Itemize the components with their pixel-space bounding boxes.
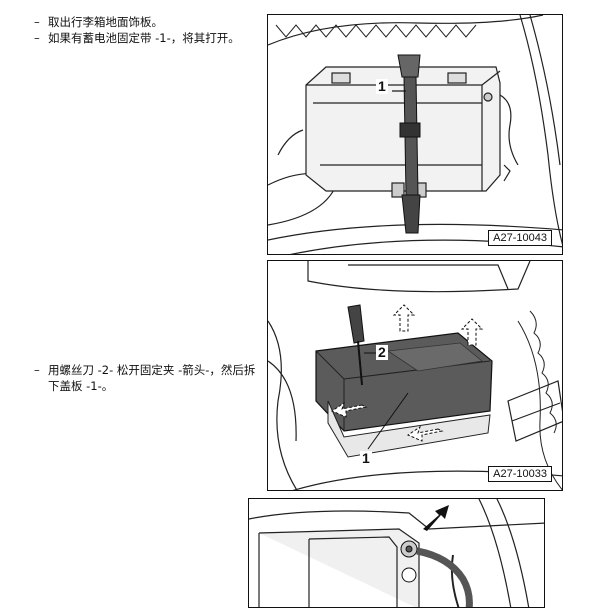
- callout-label: 2: [376, 344, 388, 360]
- figure-terminal-detail: [248, 498, 545, 608]
- figure-battery-strap: 1 A27-10043: [267, 14, 563, 255]
- step-bullet: –: [34, 363, 40, 377]
- instruction-step: – 用螺丝刀 -2- 松开固定夹 -箭头-，然后拆下盖板 -1-。: [34, 362, 258, 394]
- step-text: 用螺丝刀 -2- 松开固定夹 -箭头-，然后拆下盖板 -1-。: [48, 363, 256, 393]
- figure-code: A27-10043: [488, 230, 552, 246]
- instruction-list-middle: – 用螺丝刀 -2- 松开固定夹 -箭头-，然后拆下盖板 -1-。: [34, 362, 258, 394]
- callout-label: 1: [360, 450, 372, 466]
- callout-label: 1: [376, 78, 388, 94]
- terminal-detail-illustration: [249, 499, 544, 607]
- cover-removal-illustration: [268, 261, 562, 490]
- step-text: 取出行李箱地面饰板。: [48, 15, 163, 29]
- step-bullet: –: [34, 31, 40, 45]
- instruction-step: – 取出行李箱地面饰板。: [34, 14, 266, 30]
- instruction-step: – 如果有蓄电池固定带 -1-，将其打开。: [34, 30, 266, 46]
- step-text: 如果有蓄电池固定带 -1-，将其打开。: [48, 31, 240, 45]
- instruction-list-top: – 取出行李箱地面饰板。 – 如果有蓄电池固定带 -1-，将其打开。: [34, 14, 266, 46]
- figure-code: A27-10033: [488, 466, 552, 482]
- step-bullet: –: [34, 15, 40, 29]
- battery-strap-illustration: [268, 15, 562, 254]
- figure-cover-removal: 2 1 A27-10033: [267, 260, 563, 491]
